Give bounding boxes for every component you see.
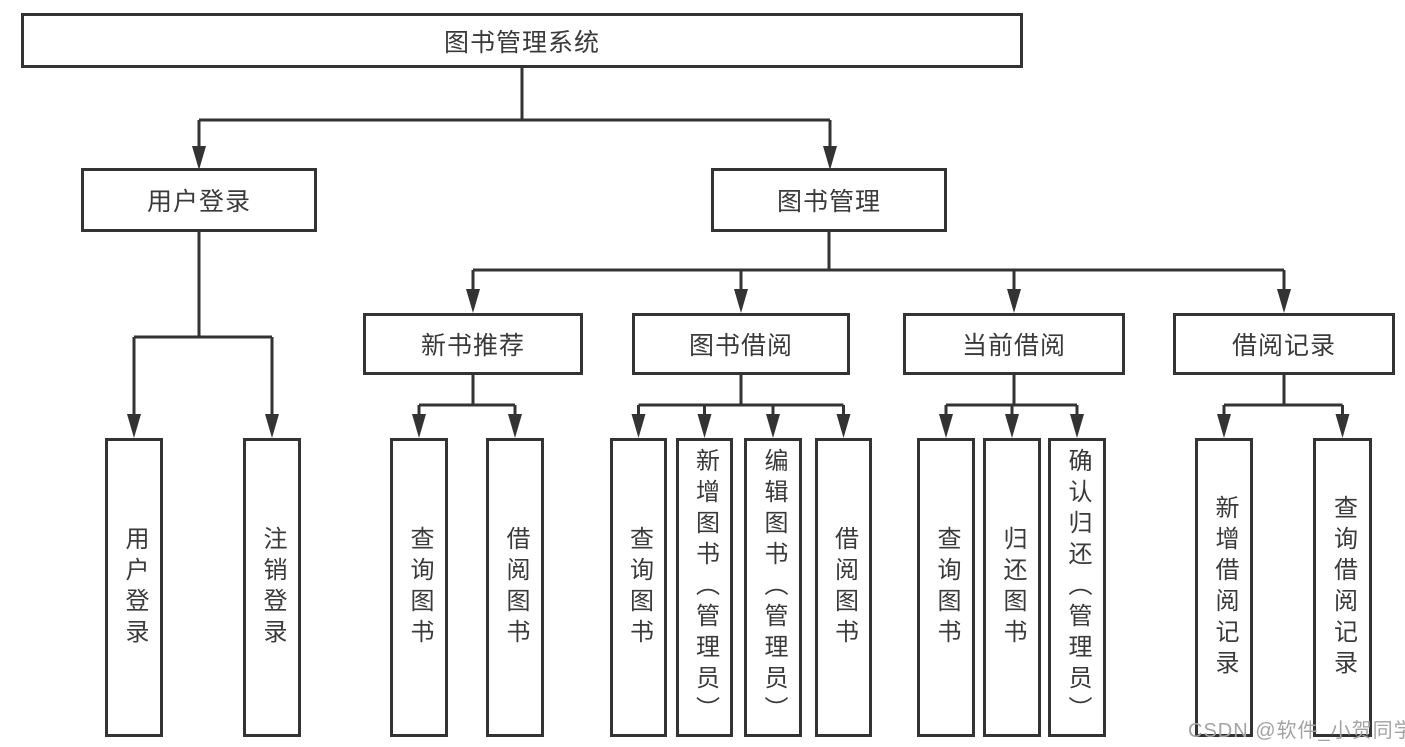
leaf-user-login: 用户登录 xyxy=(105,438,163,737)
node-label: 借阅图书 xyxy=(502,525,529,650)
node-label: 查询借阅记录 xyxy=(1329,494,1357,681)
node-book-management: 图书管理 xyxy=(711,168,947,232)
csdn-watermark: CSDN @软件_小贺同学 xyxy=(1188,720,1405,742)
leaf-query-books-current: 查询图书 xyxy=(917,438,975,737)
node-label: 新增图书（管理员） xyxy=(691,448,719,727)
node-label: 新增借阅记录 xyxy=(1211,494,1238,681)
leaf-query-borrow-record: 查询借阅记录 xyxy=(1313,438,1372,737)
node-label: 新书推荐 xyxy=(420,332,525,360)
leaf-query-books-recommend: 查询图书 xyxy=(390,438,448,737)
node-label: 确认归还（管理员） xyxy=(1064,448,1091,727)
node-label: 编辑图书（管理员） xyxy=(760,448,787,727)
node-label: 借阅记录 xyxy=(1231,332,1336,360)
leaf-borrow-books: 借阅图书 xyxy=(815,438,872,737)
node-label: 图书借阅 xyxy=(688,332,793,360)
node-label: 注销登录 xyxy=(259,525,286,650)
leaf-logout: 注销登录 xyxy=(243,438,301,737)
leaf-add-borrow-record: 新增借阅记录 xyxy=(1195,438,1253,737)
node-new-book-recommend: 新书推荐 xyxy=(363,313,583,375)
node-label: 查询图书 xyxy=(406,525,433,650)
leaf-borrow-books-recommend: 借阅图书 xyxy=(486,438,544,737)
leaf-confirm-return-admin: 确认归还（管理员） xyxy=(1048,438,1106,737)
node-user-login: 用户登录 xyxy=(81,168,317,232)
node-library-management-system: 图书管理系统 xyxy=(21,13,1023,68)
node-current-borrow: 当前借阅 xyxy=(903,313,1125,375)
node-label: 借阅图书 xyxy=(830,525,858,650)
node-label: 图书管理 xyxy=(776,188,881,216)
leaf-edit-book-admin: 编辑图书（管理员） xyxy=(744,438,802,737)
node-label: 用户登录 xyxy=(121,525,148,650)
node-label: 查询图书 xyxy=(625,525,653,650)
leaf-add-book-admin: 新增图书（管理员） xyxy=(676,438,733,737)
node-borrow-records: 借阅记录 xyxy=(1173,313,1395,375)
node-label: 归还图书 xyxy=(999,525,1026,650)
leaf-return-book: 归还图书 xyxy=(983,438,1041,737)
node-label: 图书管理系统 xyxy=(443,28,600,57)
leaf-query-books-borrow: 查询图书 xyxy=(610,438,667,737)
node-book-borrow: 图书借阅 xyxy=(632,313,850,375)
node-label: 用户登录 xyxy=(146,188,251,216)
node-label: 查询图书 xyxy=(933,525,960,650)
node-label: 当前借阅 xyxy=(961,332,1066,360)
